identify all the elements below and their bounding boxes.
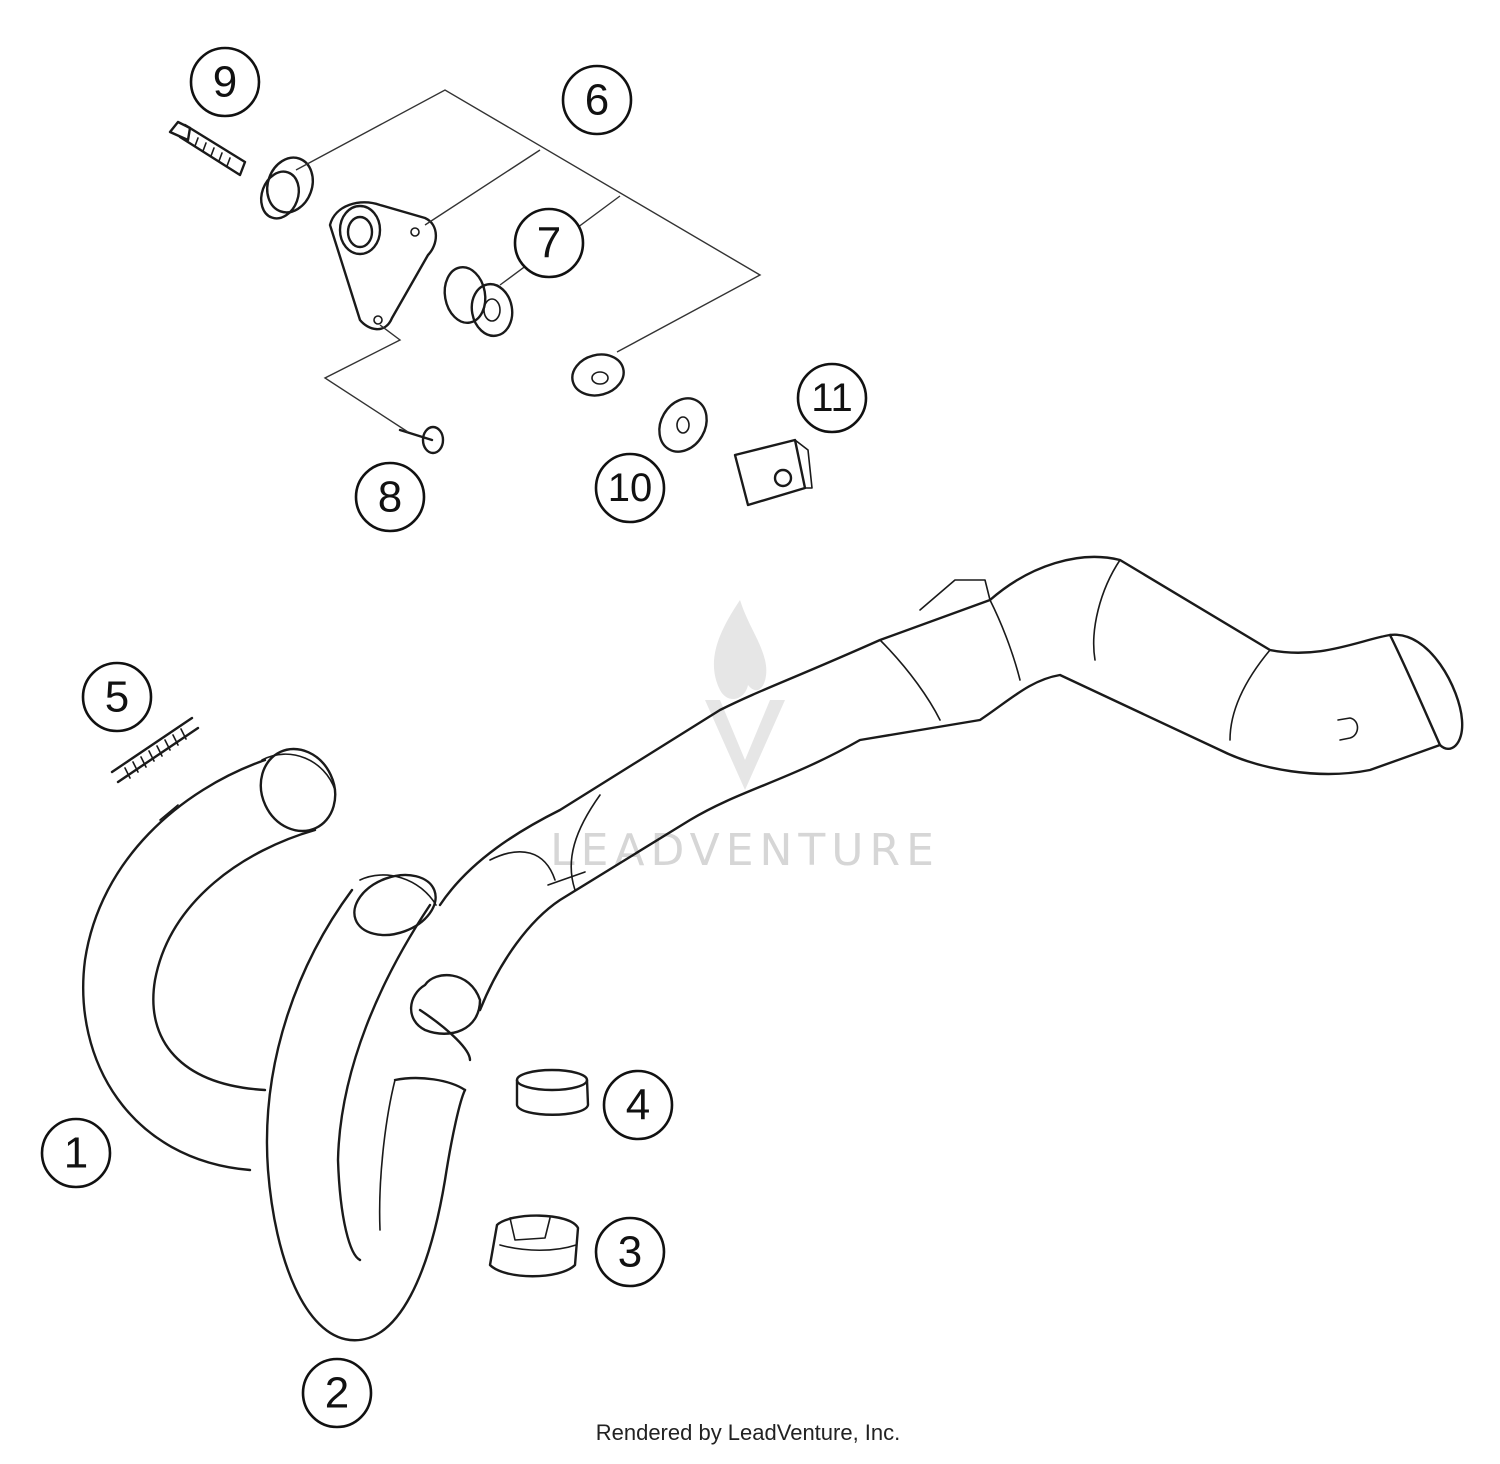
svg-text:2: 2	[325, 1369, 349, 1418]
svg-text:7: 7	[537, 219, 561, 268]
clamp-part-3	[488, 1214, 580, 1278]
svg-text:3: 3	[618, 1228, 642, 1277]
callout-7: 7	[513, 207, 585, 279]
svg-text:9: 9	[213, 58, 237, 107]
callout-5: 5	[81, 661, 153, 733]
header-pipe-part-2	[265, 873, 467, 1342]
damper-part-7b	[443, 266, 514, 338]
bracket-part-6	[328, 201, 438, 331]
callout-6: 6	[561, 64, 633, 136]
svg-text:1: 1	[64, 1129, 88, 1178]
grommet-part-7a	[259, 156, 314, 220]
watermark-logo	[705, 600, 785, 790]
screw-part-8	[398, 425, 445, 455]
callout-8: 8	[354, 461, 426, 533]
callout-2: 2	[301, 1357, 373, 1429]
clip-nut-part-11	[733, 438, 813, 507]
callout-4: 4	[602, 1069, 674, 1141]
svg-text:8: 8	[378, 473, 402, 522]
callout-1: 1	[40, 1117, 112, 1189]
header-pipe-part-1	[82, 747, 337, 1172]
callout-3: 3	[594, 1216, 666, 1288]
bolt-part-9	[168, 120, 247, 177]
svg-text:5: 5	[105, 673, 129, 722]
callout-11: 11	[796, 362, 868, 434]
svg-text:11: 11	[811, 376, 853, 420]
spring-part-5	[110, 716, 200, 784]
svg-text:4: 4	[626, 1081, 650, 1130]
rendered-by-credit: Rendered by LeadVenture, Inc.	[596, 1420, 901, 1445]
svg-text:10: 10	[608, 466, 653, 510]
watermark-text: LEADVENTURE	[550, 825, 940, 876]
svg-text:6: 6	[585, 76, 609, 125]
callout-9: 9	[189, 46, 261, 118]
callout-10: 10	[594, 452, 666, 524]
mid-pipe-muffler	[409, 555, 1464, 1062]
washer-part-10	[658, 397, 708, 453]
grommet-part-7c	[571, 353, 625, 397]
sleeve-part-4	[515, 1068, 590, 1116]
